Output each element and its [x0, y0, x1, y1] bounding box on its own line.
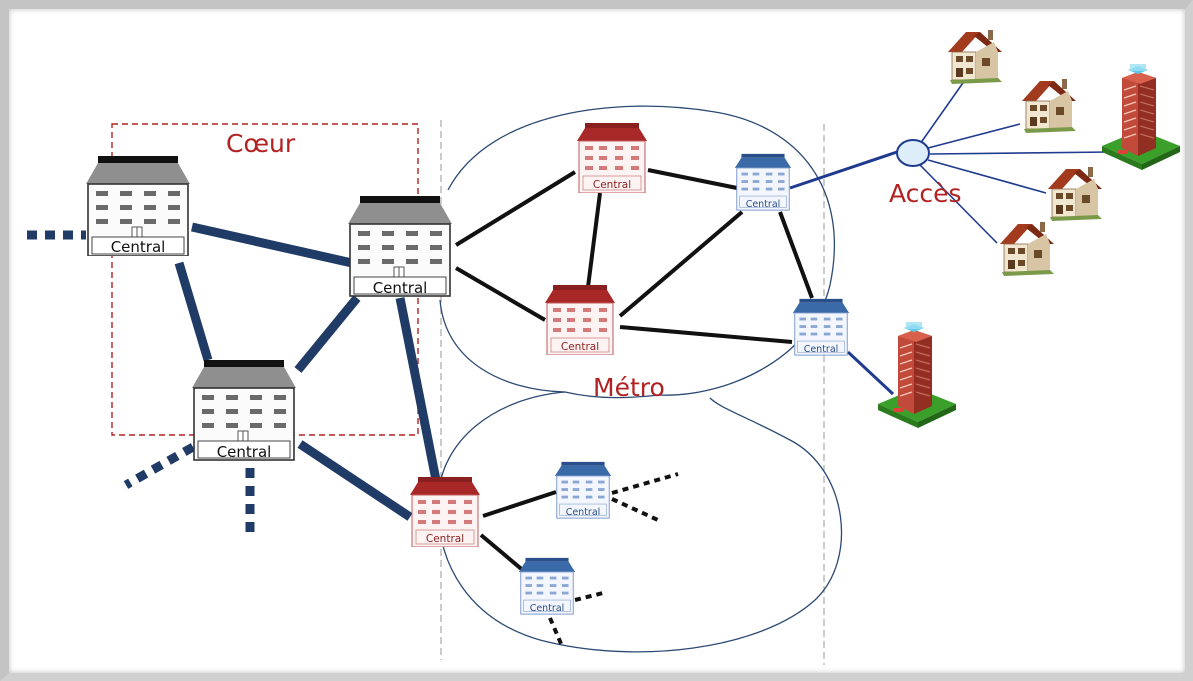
central-label: Central: [746, 199, 781, 210]
access-links: [789, 79, 1111, 396]
metro-ring-lower: [437, 391, 843, 653]
apartment-tower-icon: [1101, 64, 1181, 171]
central-office-core-1: Central: [85, 156, 191, 256]
zone-label-access: Accès: [889, 179, 962, 208]
apartment-tower-icon: [877, 322, 957, 429]
central-office-edge-4: Central: [518, 557, 576, 615]
zone-label-metro: Métro: [593, 373, 665, 402]
house-icon: [947, 29, 1003, 84]
central-label: Central: [530, 603, 565, 614]
central-label: Central: [804, 344, 839, 355]
central-label: Central: [593, 179, 631, 191]
central-office-metro-2: Central: [544, 285, 616, 355]
central-label: Central: [373, 279, 428, 297]
central-office-core-2: Central: [347, 195, 453, 297]
house-icon: [1047, 166, 1103, 221]
central-label: Central: [426, 533, 464, 545]
central-office-edge-1: Central: [734, 153, 792, 211]
central-label: Central: [111, 238, 166, 256]
house-icon: [999, 221, 1055, 276]
core-links: [174, 222, 441, 521]
metro-links: [454, 168, 814, 574]
central-label: Central: [561, 341, 599, 353]
core-link-stubs: [27, 230, 255, 534]
central-office-core-3: Central: [191, 359, 297, 461]
central-label: Central: [566, 507, 601, 518]
house-icon: [1021, 78, 1077, 133]
central-office-edge-2: Central: [792, 298, 850, 356]
central-office-metro-1: Central: [576, 123, 648, 193]
central-office-edge-3: Central: [554, 461, 612, 519]
central-office-metro-3: Central: [409, 477, 481, 547]
zone-label-core: Cœur: [226, 129, 296, 158]
central-label: Central: [217, 443, 272, 461]
splitter-node-icon: [896, 139, 930, 167]
metro-link-stubs: [548, 472, 679, 647]
